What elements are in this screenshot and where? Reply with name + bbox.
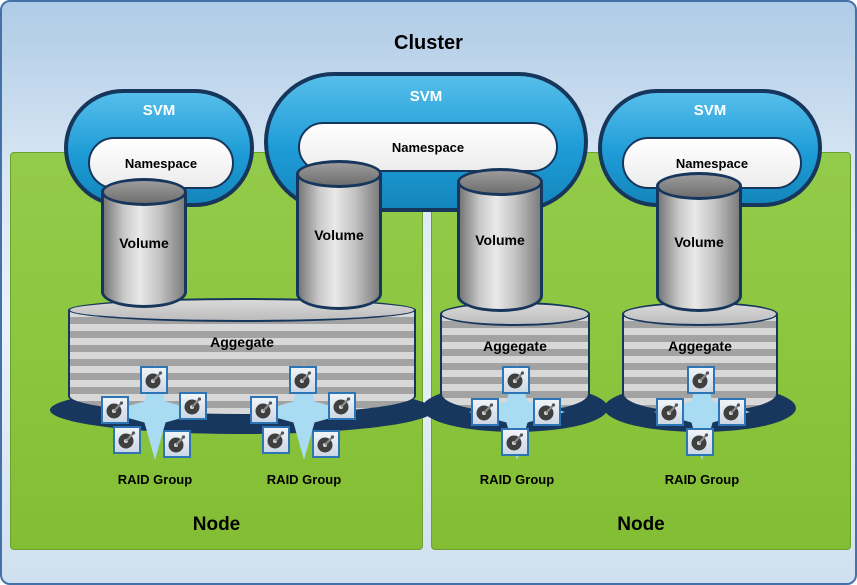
disk-icon [113, 426, 141, 454]
volume-top-ellipse [656, 172, 742, 200]
disk-icon [686, 428, 714, 456]
volume-label: Volume [119, 235, 169, 251]
raid-group-1: RAID Group [95, 354, 215, 494]
aggregate-label: Aggegate [483, 338, 547, 354]
volume-cylinder-3: Volume [457, 168, 543, 312]
volume-top-ellipse [296, 160, 382, 188]
volume-body [656, 186, 742, 312]
raid-group-label: RAID Group [266, 472, 342, 487]
disk-icon [533, 398, 561, 426]
disk-icon [140, 366, 168, 394]
volume-cylinder-4: Volume [656, 172, 742, 312]
node-label-left: Node [192, 514, 241, 535]
aggregate-cylinder-1: Aggegate [50, 298, 434, 434]
aggregate-label: Aggegate [210, 334, 274, 350]
raid-group-label: RAID Group [479, 472, 555, 487]
disk-icon [501, 428, 529, 456]
volume-top-ellipse [457, 168, 543, 196]
volume-label: Volume [674, 234, 724, 250]
volume-cylinder-2: Volume [296, 160, 382, 310]
raid-group-label: RAID Group [117, 472, 193, 487]
aggregate-top-ellipse [440, 302, 590, 326]
volume-body [101, 192, 187, 308]
raid-group-2: RAID Group [244, 354, 364, 494]
volume-top-ellipse [101, 178, 187, 206]
svm-label: SVM [142, 102, 176, 119]
disk-icon [328, 392, 356, 420]
raid-group-label: RAID Group [664, 472, 740, 487]
disk-icon [471, 398, 499, 426]
disk-icon [179, 392, 207, 420]
volume-label: Volume [314, 227, 364, 243]
disk-icon [312, 430, 340, 458]
aggregate-label: Aggegate [668, 338, 732, 354]
cluster-title: Cluster [394, 32, 463, 54]
disk-icon [101, 396, 129, 424]
disk-icon [262, 426, 290, 454]
raid-group-4: RAID Group [642, 354, 762, 494]
disk-icon [163, 430, 191, 458]
disk-icon [656, 398, 684, 426]
volume-cylinder-1: Volume [101, 178, 187, 308]
svm-label: SVM [409, 88, 443, 105]
disk-icon [502, 366, 530, 394]
disk-icon [289, 366, 317, 394]
raid-group-3: RAID Group [457, 354, 577, 494]
disk-icon [718, 398, 746, 426]
svm-label: SVM [693, 102, 727, 119]
volume-body [457, 182, 543, 312]
disk-icon [250, 396, 278, 424]
volume-body [296, 174, 382, 310]
node-label-right: Node [617, 514, 665, 535]
volume-label: Volume [475, 232, 525, 248]
disk-icon [687, 366, 715, 394]
